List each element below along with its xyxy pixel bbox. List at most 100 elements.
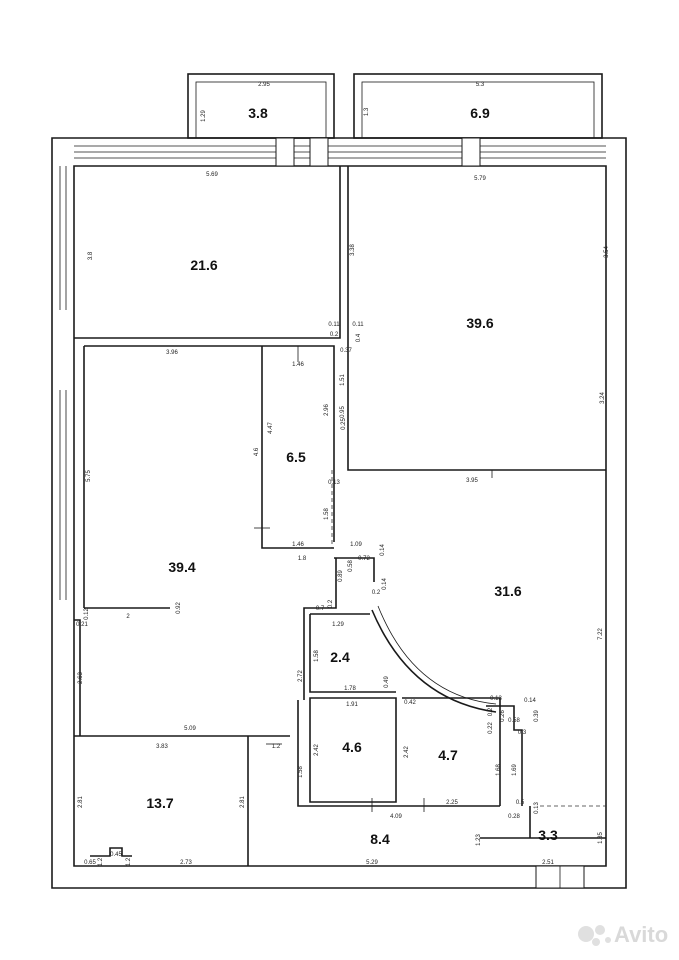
area-room-small: 6.5 xyxy=(286,449,306,465)
dim-label: 2.73 xyxy=(180,860,192,866)
dim-label: 1.69 xyxy=(512,764,518,776)
dim-label: 7.22 xyxy=(598,628,604,640)
outer-walls xyxy=(51,137,627,889)
dim-label: 0.14 xyxy=(380,544,386,556)
dim-label: 3.83 xyxy=(156,744,168,750)
area-hall: 31.6 xyxy=(494,583,521,599)
dim-label: 5.75 xyxy=(86,470,92,482)
dim-label: 0.2 xyxy=(372,590,381,596)
window-top xyxy=(74,137,606,167)
dim-label: 0.7 xyxy=(316,606,325,612)
area-room-bottom-left: 13.7 xyxy=(146,795,173,811)
dim-label: 5.29 xyxy=(366,860,378,866)
dim-label: 0.58 xyxy=(348,560,354,572)
dim-label: 0.13 xyxy=(328,480,340,486)
watermark-logo-icon xyxy=(578,925,611,946)
dim-label: 2.51 xyxy=(542,860,554,866)
dim-label: 5.69 xyxy=(206,172,218,178)
dim-label: 2.42 xyxy=(404,746,410,758)
dimension-labels: 2.95 1.29 5.3 1.3 5.69 3.8 5.79 3.38 3.5… xyxy=(76,82,610,866)
dim-label: 1.58 xyxy=(314,650,320,662)
dim-label: 0.28 xyxy=(508,814,520,820)
dim-label: 0.11 xyxy=(352,322,364,328)
dim-label: 0.37 xyxy=(340,348,352,354)
interior-walls xyxy=(74,166,606,866)
dim-label: 1.51 xyxy=(340,374,346,386)
dim-label: 0.45 xyxy=(110,852,122,858)
dim-label: 4.6 xyxy=(254,447,260,456)
dim-label: 0.12 xyxy=(84,608,90,620)
dim-label: 2.81 xyxy=(240,796,246,808)
area-room-left: 39.4 xyxy=(168,559,195,575)
dim-label: 0.49 xyxy=(384,676,390,688)
dim-label: 0.2 xyxy=(328,599,334,608)
dim-label: 0.11 xyxy=(328,322,340,328)
dim-label: 0.95 xyxy=(340,406,346,418)
dim-label: 1.58 xyxy=(298,766,304,778)
window-left xyxy=(59,166,67,600)
watermark-text: Avito xyxy=(614,922,668,947)
dim-label: 1.35 xyxy=(598,832,604,844)
dim-label: 0.3 xyxy=(518,730,527,736)
dim-label: 1.8 xyxy=(298,556,307,562)
dim-label: 3.95 xyxy=(466,478,478,484)
dim-label: 1.46 xyxy=(292,542,304,548)
dim-label: 0.92 xyxy=(176,602,182,614)
area-corridor: 8.4 xyxy=(370,831,390,847)
dim-label: 5.79 xyxy=(474,176,486,182)
dim-label: 1.2 xyxy=(126,857,132,866)
dim-label: 1.2 xyxy=(98,857,104,866)
door-marks xyxy=(254,346,606,889)
dim-label: 3.24 xyxy=(600,392,606,404)
dim-label: 3.54 xyxy=(604,246,610,258)
area-balcony-right: 6.9 xyxy=(470,105,490,121)
dim-label: 1.78 xyxy=(344,686,356,692)
dim-label: 5.3 xyxy=(476,82,485,88)
dim-label: 0.4 xyxy=(356,333,362,342)
dim-label: 3.38 xyxy=(350,244,356,256)
dim-label: 1.46 xyxy=(292,362,304,368)
dim-label: 0.58 xyxy=(508,718,520,724)
dim-label: 0.25 xyxy=(341,418,347,430)
dim-label: 1.58 xyxy=(324,508,330,520)
dim-label: 1.91 xyxy=(346,702,358,708)
area-closet: 2.4 xyxy=(330,649,350,665)
area-bath-1: 4.6 xyxy=(342,739,362,755)
dim-label: 0.5 xyxy=(516,800,525,806)
dim-label: 0.14 xyxy=(382,578,388,590)
dim-label: 0.13 xyxy=(490,696,502,702)
dim-label: 0.14 xyxy=(524,698,536,704)
dim-label: 0.2 xyxy=(330,332,339,338)
dim-label: 2.25 xyxy=(446,800,458,806)
dim-label: 4.47 xyxy=(268,422,274,434)
dim-label: 2.96 xyxy=(324,404,330,416)
dim-label: 2.95 xyxy=(258,82,270,88)
dim-label: 3.96 xyxy=(166,350,178,356)
area-bath-2: 4.7 xyxy=(438,747,458,763)
dim-label: 1.2 xyxy=(272,744,281,750)
dim-label: 0.89 xyxy=(338,570,344,582)
dim-label: 1.29 xyxy=(201,110,207,122)
area-room-top-left: 21.6 xyxy=(190,257,217,273)
dim-label: 0.42 xyxy=(404,700,416,706)
area-balcony-left: 3.8 xyxy=(248,105,268,121)
dim-label: 2.72 xyxy=(298,670,304,682)
dim-label: 1.29 xyxy=(332,622,344,628)
dim-label: 0.26 xyxy=(500,710,506,722)
dim-label: 0.13 xyxy=(534,802,540,814)
dim-label: 0.22 xyxy=(488,722,494,734)
dim-label: 2 xyxy=(126,614,130,620)
dim-label: 0.21 xyxy=(76,622,88,628)
dim-label: 2.63 xyxy=(78,672,84,684)
dim-label: 0.39 xyxy=(534,710,540,722)
dim-label: 0.72 xyxy=(358,556,370,562)
curved-partition-inner xyxy=(377,605,497,705)
dim-label: 4.09 xyxy=(390,814,402,820)
dim-label: 3.8 xyxy=(88,251,94,260)
watermark: Avito xyxy=(578,922,668,947)
dim-label: 2.81 xyxy=(78,796,84,808)
dim-label: 1.68 xyxy=(496,764,502,776)
dim-label: 1.09 xyxy=(350,542,362,548)
area-room-top-right: 39.6 xyxy=(466,315,493,331)
